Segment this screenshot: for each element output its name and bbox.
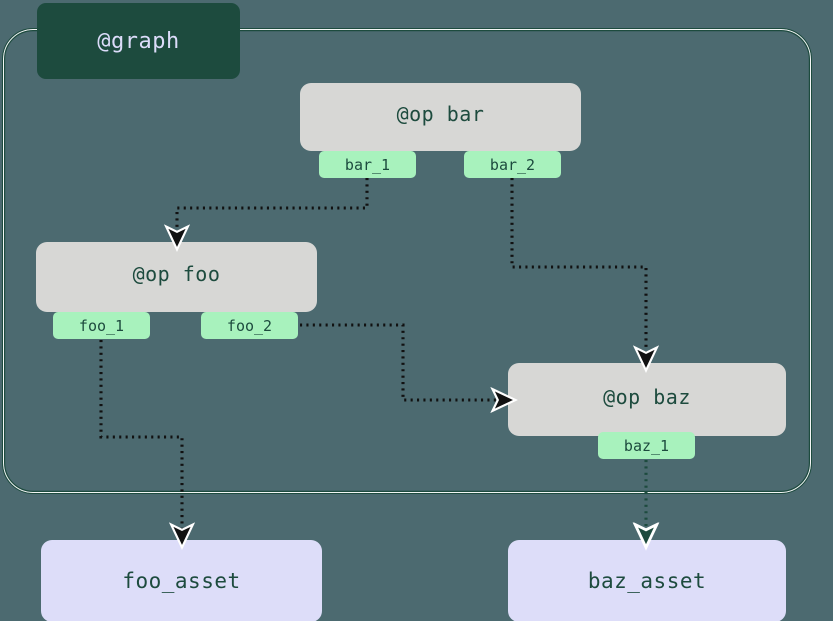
port-foo-2[interactable]: foo_2 <box>201 312 298 339</box>
port-bar-1[interactable]: bar_1 <box>319 151 416 178</box>
op-node-baz[interactable]: @op baz <box>508 363 786 436</box>
op-bar-title: @op bar <box>396 102 485 126</box>
graph-label[interactable]: @graph <box>37 3 240 79</box>
op-node-foo[interactable]: @op foo <box>36 242 317 312</box>
port-baz-1[interactable]: baz_1 <box>598 432 695 459</box>
asset-node-foo-asset[interactable]: foo_asset <box>41 540 322 621</box>
port-bar-2[interactable]: bar_2 <box>464 151 561 178</box>
asset-node-baz-asset[interactable]: baz_asset <box>508 540 786 621</box>
port-foo-1[interactable]: foo_1 <box>53 312 150 339</box>
op-node-bar[interactable]: @op bar <box>300 83 581 151</box>
op-baz-title: @op baz <box>603 384 691 409</box>
op-foo-title: @op foo <box>132 262 221 286</box>
